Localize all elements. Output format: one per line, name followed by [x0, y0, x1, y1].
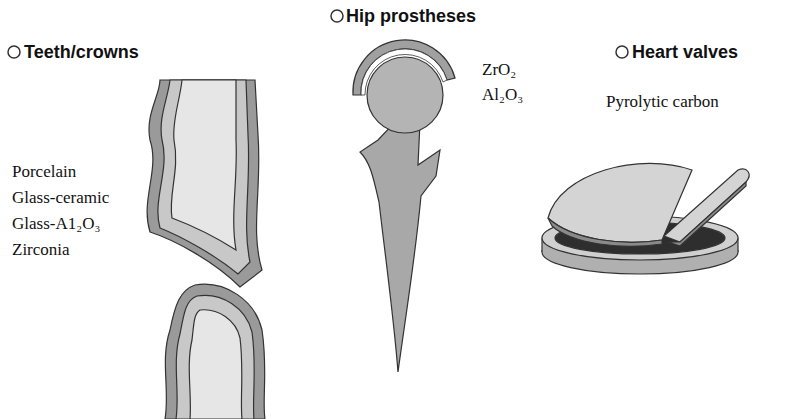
- material-label: Zirconia: [12, 240, 70, 260]
- heading: Teeth/crowns: [24, 42, 139, 62]
- material-label: ZrO₂: [482, 60, 516, 80]
- heart-valve: [542, 163, 749, 274]
- material-label: Pyrolytic carbon: [606, 92, 719, 112]
- heading: Heart valves: [632, 42, 738, 62]
- bullet: [8, 46, 20, 58]
- material-label: Al₂O₃: [482, 85, 523, 105]
- tooth: [165, 284, 265, 419]
- hip-prosthesis: [353, 40, 455, 372]
- bullet: [331, 10, 343, 22]
- material-label: Glass-ceramic: [12, 188, 109, 208]
- heading: Hip prostheses: [346, 6, 476, 26]
- tooth-crown: [147, 80, 262, 287]
- material-label: Glass-A1₂O₃: [12, 214, 100, 234]
- material-label: Porcelain: [12, 162, 76, 182]
- bullet: [616, 46, 628, 58]
